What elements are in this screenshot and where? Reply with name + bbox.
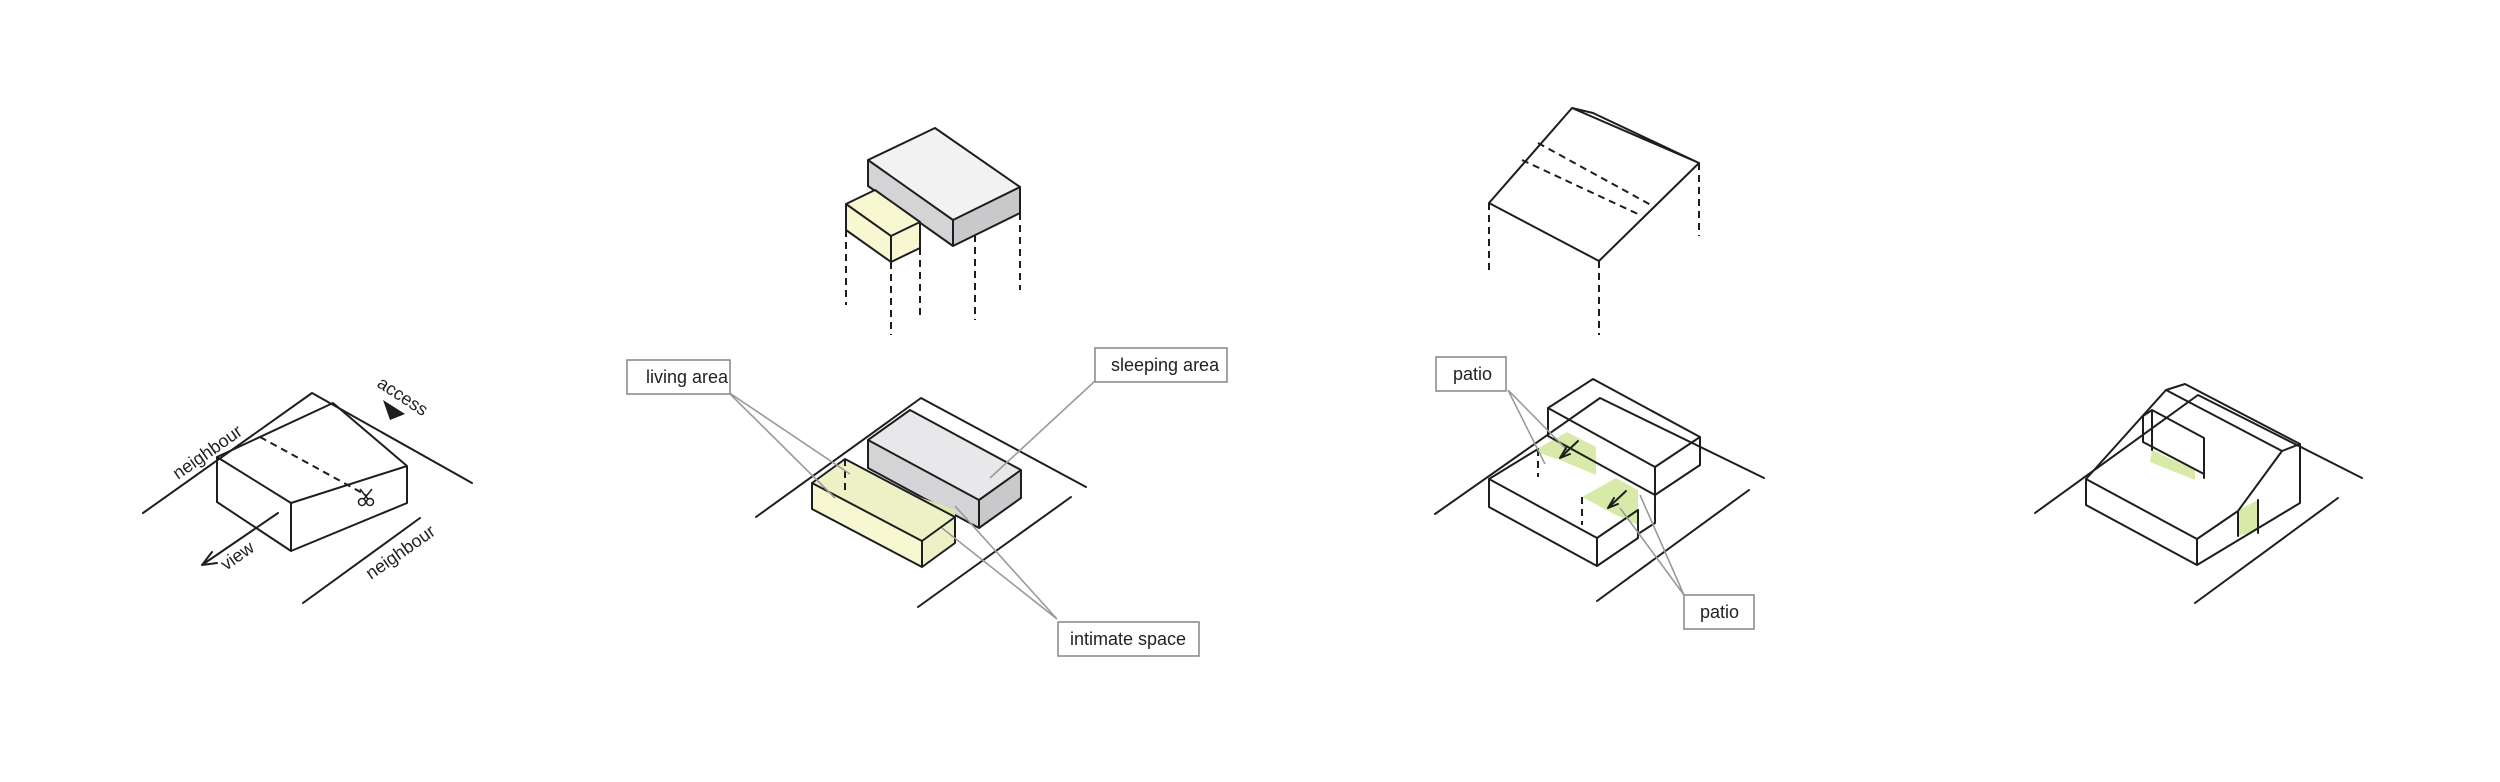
living-area-callout: living area [626,359,731,395]
patio-top-arrow-icon [1559,440,1579,459]
patio-bottom-arrow-icon [1607,490,1627,509]
sleeping-volume-top [868,410,1021,500]
stage-final [2034,383,2363,604]
stage-volumes: living area sleeping area intimate space [626,127,1228,657]
neighbour-label-top: neighbour [169,421,246,483]
exploded-sleeping-volume-left [868,160,953,246]
sleeping-volume-front [868,440,979,528]
view-arrow-icon [201,512,279,566]
plot-boundary-bottom [917,496,1072,608]
living-volume-edges [811,458,956,568]
patio-top-callout: patio [1435,356,1507,392]
living-area-leader [727,391,851,499]
living-volume-top [812,459,955,541]
patio-bottom-label: patio [1700,602,1739,622]
floating-roof [1488,107,1700,262]
intimate-space-label: intimate space [1070,629,1186,649]
access-arrow-icon [383,400,405,420]
living-volume-side [922,517,955,567]
scissors-icon [357,488,375,507]
plot-boundary-left [1434,397,1765,515]
stage-site: access view neighbour neighbour [142,373,473,604]
exploded-sleeping-volume-top [868,128,1020,220]
site-box [216,402,408,552]
floating-roof-ridge-lines [1521,142,1652,216]
view-label: view [217,537,259,575]
site-box-hidden-edge [259,436,367,496]
final-house [2085,383,2301,566]
living-volume-front [812,483,922,567]
stage-roof: patio patio [1434,107,1765,630]
living-area-label: living area [646,367,729,387]
intimate-space-leader [941,505,1058,620]
floating-roof-drop-lines [1488,163,1700,335]
sleeping-area-callout: sleeping area [1094,347,1228,383]
final-patio-green [2150,450,2195,480]
exploded-volume-drop-lines [845,213,1021,335]
patio-top-label: patio [1453,364,1492,384]
plot-boundary-bottom [2194,497,2339,604]
sleeping-area-label: sleeping area [1111,355,1220,375]
patio-bottom-leader [1619,494,1685,596]
exploded-sleeping-volume-edges [867,127,1021,247]
final-side-patio-green [2238,500,2258,536]
plot-boundary-left [755,397,1087,518]
lower-block-hidden-edges [1537,449,1583,525]
site-boundary-top [142,392,473,514]
plot-boundary-left [2034,394,2363,514]
intimate-space-callout: intimate space [1057,621,1200,657]
sleeping-volume-side [979,470,1021,528]
patio-bottom-green [1582,478,1638,525]
site-boundary-bottom [302,517,421,604]
patio-top-leader [1507,389,1568,465]
patio-bottom-callout: patio [1683,594,1755,630]
exploded-sleeping-volume-right [953,187,1020,246]
final-patio-opening [2142,409,2205,479]
sleeping-volume-edges [867,409,1022,529]
sleeping-area-leader [989,380,1096,479]
lower-block [1488,448,1656,567]
plot-boundary-bottom [1596,489,1750,602]
exploded-living-volume [846,190,920,262]
